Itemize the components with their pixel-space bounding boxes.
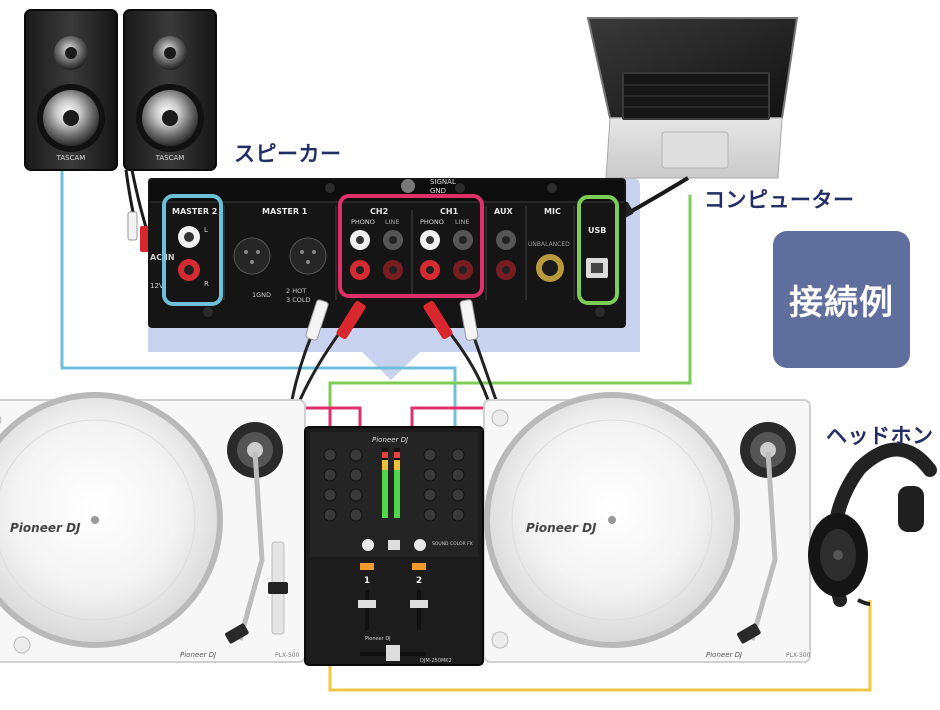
shadow-panel-pointer	[362, 352, 420, 380]
turntable-left-model: PLX-500	[275, 652, 300, 659]
unbalanced-label: UNBALANCED	[528, 241, 570, 248]
usb-label: USB	[588, 226, 606, 235]
mixer-sound-color-fx: SOUND COLOR FX	[432, 541, 473, 547]
master1-label: MASTER 1	[262, 207, 308, 216]
rca-plug-red-speaker	[140, 226, 149, 252]
rear-dividers	[223, 206, 575, 300]
volt-label: 12V	[150, 282, 164, 290]
master-out-cable	[60, 168, 457, 430]
rca-plug-ch1-red	[423, 300, 453, 340]
turntable-right-model: PLX-500	[786, 652, 811, 659]
mic-label: MIC	[544, 207, 561, 216]
speaker-left	[24, 9, 118, 171]
rca-plug-ch1-white	[459, 299, 479, 341]
rca-plug-white-speaker	[127, 211, 138, 241]
mixer-ch2-number: 2	[416, 576, 422, 586]
mixer-rear-panel	[148, 178, 626, 328]
mixer-front-model: DJM-250MK2	[420, 658, 452, 664]
turntable-right	[483, 392, 811, 663]
level-meters	[382, 448, 400, 518]
master1-xlr-right	[289, 237, 327, 275]
rca-plug-ch2-red	[336, 300, 366, 340]
turntable-right-brand: Pioneer DJ	[526, 521, 597, 535]
aux-label: AUX	[494, 207, 513, 216]
headphone-cable	[328, 600, 872, 692]
gnd-note: 1GND	[252, 291, 271, 299]
mixer-front-brand-bottom: Pioneer DJ	[365, 636, 391, 642]
cold-note: 3 COLD	[286, 296, 310, 304]
laptop-usb-cable	[629, 176, 690, 214]
speaker-left-brand: TASCAM	[56, 154, 86, 162]
computer-label: コンピューター	[704, 188, 855, 212]
ch2-cable-top	[305, 406, 362, 430]
ch1-line-label: LINE	[455, 218, 470, 226]
signal-gnd-label-2: GND	[430, 187, 446, 195]
signal-gnd-label-1: SIGNAL	[430, 178, 456, 186]
headphone-label: ヘッドホン	[826, 424, 934, 448]
connection-example-badge: 接続例	[773, 231, 910, 368]
usb-highlight	[577, 195, 619, 305]
rca-plug-ch2-white	[305, 299, 329, 341]
ch1-label: CH1	[440, 207, 459, 216]
mixer-front-brand: Pioneer DJ	[372, 436, 408, 444]
hot-note: 2 HOT	[286, 287, 306, 295]
ch2-line-label: LINE	[385, 218, 400, 226]
ch2-label: CH2	[370, 207, 388, 216]
speaker-right-brand: TASCAM	[155, 154, 185, 162]
ch1-phono-label: PHONO	[420, 218, 444, 226]
headphones	[808, 442, 937, 607]
ch1-cable-top	[410, 406, 484, 430]
turntable-left-brand-small: Pioneer DJ	[180, 651, 216, 659]
master2-r-mark: R	[204, 280, 209, 288]
master2-l-mark: L	[204, 226, 208, 234]
channel-highlight	[338, 194, 484, 298]
laptop-keys-grid	[624, 84, 768, 108]
mixer-front	[304, 426, 484, 666]
master1-xlr-left	[233, 237, 271, 275]
speaker-right	[123, 9, 217, 171]
master2-highlight	[162, 194, 223, 306]
turntable-left-brand: Pioneer DJ	[10, 521, 81, 535]
ch2-phono-label: PHONO	[351, 218, 375, 226]
master2-label: MASTER 2	[172, 207, 217, 216]
turntable-right-brand-small: Pioneer DJ	[706, 651, 742, 659]
turntable-left	[0, 392, 306, 663]
speaker-label: スピーカー	[234, 142, 342, 166]
mixer-ch1-number: 1	[364, 576, 370, 586]
